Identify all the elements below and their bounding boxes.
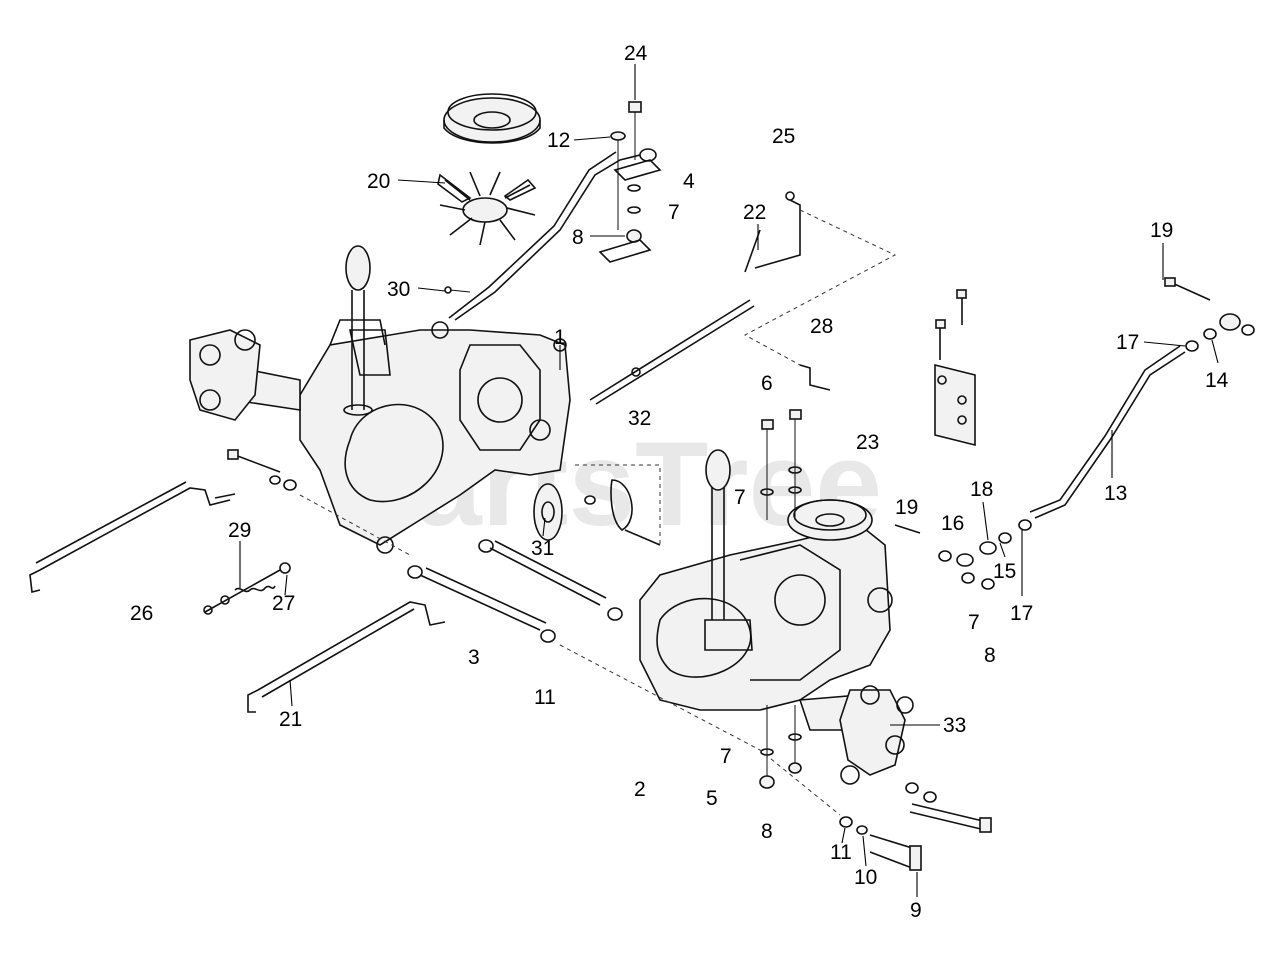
callout-8: 8 <box>984 644 996 667</box>
rod-21 <box>247 601 446 713</box>
sprocket-brake <box>533 479 661 546</box>
left-transaxle-housing <box>189 245 571 554</box>
callout-28: 28 <box>810 315 833 338</box>
callout-17: 17 <box>1010 602 1033 625</box>
right-transaxle-housing <box>639 449 914 785</box>
upper-pulley <box>443 93 541 144</box>
callout-4: 4 <box>683 170 695 193</box>
callout-18: 18 <box>970 478 993 501</box>
callout-2: 2 <box>634 778 646 801</box>
leader-lines <box>239 64 1219 897</box>
callout-25: 25 <box>772 125 795 148</box>
callout-labels: 24 12 25 20 4 7 22 8 19 30 28 17 14 1 6 … <box>130 42 1229 922</box>
callout-16: 16 <box>941 512 964 535</box>
callout-21: 21 <box>279 708 302 731</box>
callout-30: 30 <box>387 278 410 301</box>
callout-22: 22 <box>743 201 766 224</box>
callout-24: 24 <box>624 42 648 65</box>
callout-17: 17 <box>1116 331 1139 354</box>
callout-23: 23 <box>856 431 879 454</box>
callout-1: 1 <box>554 326 566 349</box>
callout-32: 32 <box>628 407 651 430</box>
callout-27: 27 <box>272 592 295 615</box>
callout-5: 5 <box>706 787 718 810</box>
callout-13: 13 <box>1104 482 1127 505</box>
callout-7: 7 <box>668 201 680 224</box>
callout-11: 11 <box>534 686 556 709</box>
callout-33: 33 <box>943 714 966 737</box>
bolt-stack-upper <box>598 101 662 263</box>
tie-rod-28 <box>589 299 755 405</box>
callout-6: 6 <box>761 372 773 395</box>
callout-11: 11 <box>830 841 852 864</box>
callout-8: 8 <box>761 820 773 843</box>
callout-8: 8 <box>572 226 584 249</box>
callout-19: 19 <box>895 496 918 519</box>
lower-bolts <box>759 705 992 871</box>
callout-7: 7 <box>734 486 746 509</box>
callout-20: 20 <box>367 170 390 193</box>
callout-31: 31 <box>531 537 554 560</box>
callout-15: 15 <box>993 560 1016 583</box>
upper-link-rod <box>444 151 641 321</box>
callout-3: 3 <box>468 646 480 669</box>
bracket-23 <box>799 289 976 447</box>
callout-14: 14 <box>1205 369 1229 392</box>
cooling-fan <box>437 171 537 246</box>
callout-29: 29 <box>228 519 251 542</box>
right-upper-bolts <box>760 409 802 520</box>
callout-12: 12 <box>547 129 570 152</box>
left-control-rod <box>29 481 291 615</box>
callout-7: 7 <box>720 745 732 768</box>
callout-19: 19 <box>1150 219 1173 242</box>
callout-26: 26 <box>130 602 153 625</box>
pins-3-11 <box>227 449 623 643</box>
callout-9: 9 <box>910 899 922 922</box>
callout-10: 10 <box>854 866 877 889</box>
callout-7: 7 <box>968 611 980 634</box>
right-control-rod <box>894 277 1255 590</box>
